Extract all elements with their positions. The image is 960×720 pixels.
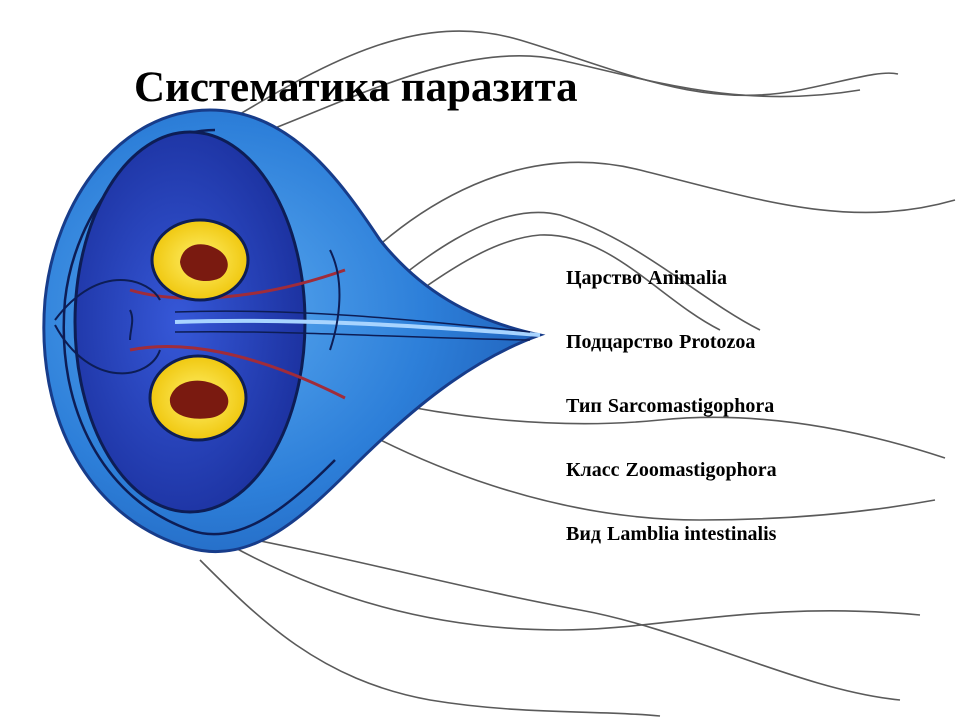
flagellum-upper-1 (229, 30, 899, 121)
taxonomy-rank: Подцарство (566, 331, 674, 353)
flagellum-lower-2 (299, 394, 936, 521)
taxonomy-rank: Царство (566, 267, 643, 289)
internal-flagella (54, 249, 341, 375)
taxonomy-rank: Вид (566, 523, 601, 545)
nucleus-upper (150, 218, 250, 302)
nucleus-lower (148, 354, 248, 442)
taxonomy-name: Lamblia intestinalis (606, 523, 777, 545)
flagellum-tail-3 (229, 534, 901, 701)
flagellum-mid-1 (299, 161, 956, 331)
flagellum-tail-2 (199, 559, 661, 717)
flagellum-tail-1 (229, 544, 921, 631)
taxonomy-name: Animalia (648, 267, 727, 289)
flagellum-upper-2 (269, 55, 861, 131)
taxonomy-name: Protozoa (679, 331, 756, 353)
median-bodies (129, 268, 346, 400)
axostyle (174, 310, 541, 341)
taxonomy-name: Zoomastigophora (625, 459, 777, 481)
slide-title: Систематика паразита (134, 64, 578, 111)
taxonomy-name: Sarcomastigophora (607, 395, 775, 417)
taxonomy-rank: Класс (566, 459, 620, 481)
taxonomy-rank: Тип (566, 395, 602, 417)
